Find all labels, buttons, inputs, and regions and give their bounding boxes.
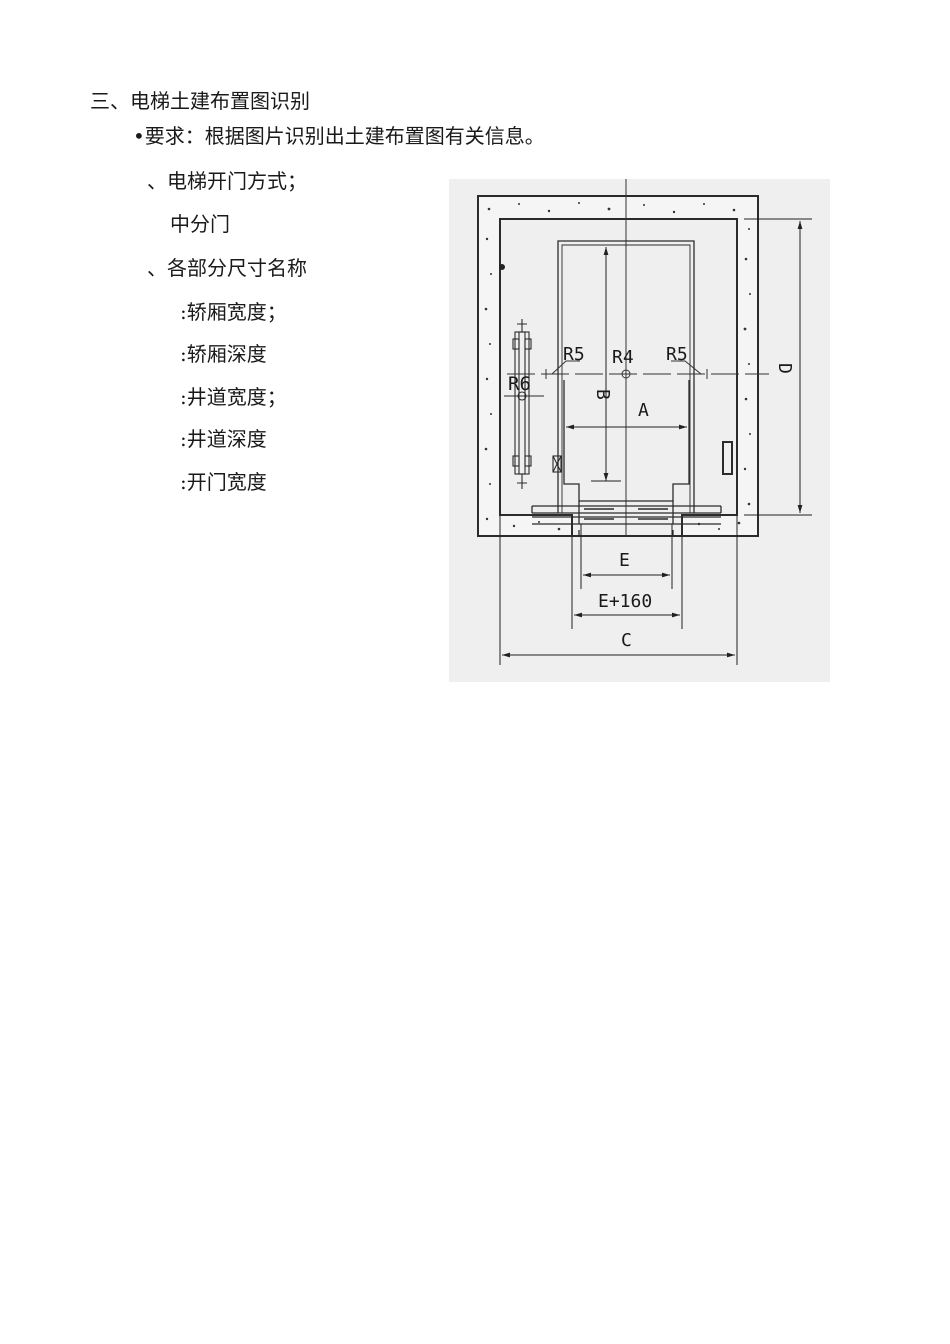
label-r5-right: R5 — [666, 344, 688, 365]
requirement-text: •要求：根据图片识别出土建布置图有关信息。 — [133, 124, 545, 148]
dimension-car-depth: :轿厢深度 — [180, 342, 267, 366]
wall-anchor-dot — [499, 264, 505, 270]
label-e-plus-160: E+160 — [598, 591, 652, 612]
elevator-layout-diagram: R5 R4 R5 R6 A B D E E+160 C — [449, 179, 830, 682]
dimension-door-width: :开门宽度 — [180, 470, 267, 494]
call-button-box — [722, 441, 733, 475]
label-d: D — [774, 363, 795, 374]
elevator-car — [531, 240, 722, 536]
label-a: A — [638, 400, 649, 421]
dimension-car-width: :轿厢宽度； — [180, 300, 287, 324]
label-e: E — [619, 550, 630, 571]
dimension-shaft-depth: :井道深度 — [180, 427, 267, 451]
label-r4: R4 — [612, 347, 634, 368]
label-r6: R6 — [508, 373, 531, 395]
label-c: C — [621, 630, 632, 651]
counterweight-rail — [504, 319, 562, 489]
label-r5-left: R5 — [563, 344, 585, 365]
section-heading: 三、电梯土建布置图识别 — [90, 89, 310, 113]
dimension-shaft-width: :井道宽度； — [180, 385, 287, 409]
item-door-opening-type: 、电梯开门方式； — [147, 169, 307, 193]
label-b: B — [592, 389, 613, 400]
item-dimension-names: 、各部分尺寸名称 — [147, 256, 307, 280]
door-opening-answer: 中分门 — [170, 212, 230, 236]
